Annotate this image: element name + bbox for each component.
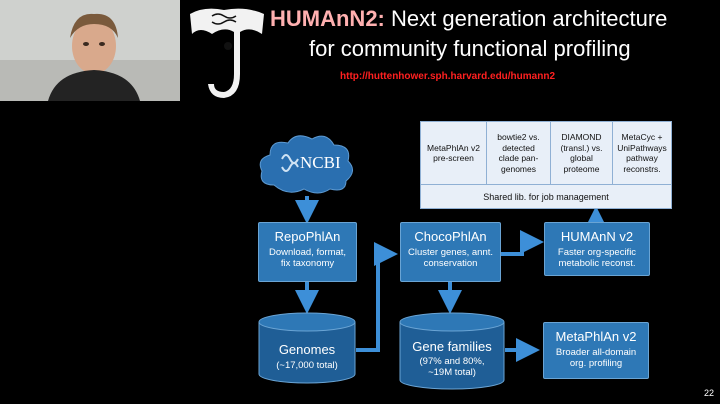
pipeline-cell-4-line1: MetaCyc + xyxy=(617,132,667,143)
metaphlan-title: MetaPhlAn v2 xyxy=(544,329,648,344)
repophlan-sub2: fix taxonomy xyxy=(259,258,356,269)
pipeline-cell-3-line2: (transl.) vs. xyxy=(560,143,602,154)
ncbi-cloud: NCBI xyxy=(256,131,358,197)
metaphlan-sub2: org. profiling xyxy=(544,358,648,369)
ncbi-label: NCBI xyxy=(300,153,341,173)
pipeline-cell-4-line4: reconstrs. xyxy=(617,164,667,175)
pipeline-cell-2-line3: clade pan- xyxy=(497,153,540,164)
chocophlan-sub2: conservation xyxy=(401,258,500,269)
chocophlan-title: ChocoPhlAn xyxy=(401,229,500,244)
pipeline-cell-2-line4: genomes xyxy=(497,164,540,175)
metaphlan-box: MetaPhlAn v2 Broader all-domain org. pro… xyxy=(543,322,649,379)
pipeline-cell-3-line1: DIAMOND xyxy=(560,132,602,143)
genefamilies-sub1: (97% and 80%, xyxy=(399,356,505,367)
page-number: 22 xyxy=(704,388,714,398)
pipeline-cell-1-line1: MetaPhlAn v2 xyxy=(427,143,480,154)
genomes-title: Genomes xyxy=(258,342,356,357)
repophlan-sub1: Download, format, xyxy=(259,247,356,258)
genomes-sub: (~17,000 total) xyxy=(258,360,356,371)
pipeline-cell-3-line4: proteome xyxy=(560,164,602,175)
repophlan-title: RepoPhlAn xyxy=(259,229,356,244)
genefamilies-title: Gene families xyxy=(399,339,505,354)
humann-title: HUMAnN v2 xyxy=(545,229,649,244)
gene-families-database: Gene families (97% and 80%, ~19M total) xyxy=(399,312,505,390)
pipeline-cell-2-line1: bowtie2 vs. xyxy=(497,132,540,143)
humann-sub1: Faster org-specific xyxy=(545,247,649,258)
metaphlan-sub1: Broader all-domain xyxy=(544,347,648,358)
pipeline-cell-1-line2: pre-screen xyxy=(427,153,480,164)
pipeline-cell-3-line3: global xyxy=(560,153,602,164)
pipeline-shared-lib: Shared lib. for job management xyxy=(421,184,671,209)
pipeline-cell-4-line3: pathway xyxy=(617,153,667,164)
humann-box: HUMAnN v2 Faster org-specific metabolic … xyxy=(544,222,650,276)
genefamilies-sub2: ~19M total) xyxy=(399,367,505,378)
chocophlan-sub1: Cluster genes, annt. xyxy=(401,247,500,258)
humann-sub2: metabolic reconst. xyxy=(545,258,649,269)
repophlan-box: RepoPhlAn Download, format, fix taxonomy xyxy=(258,222,357,282)
pipeline-cell-4-line2: UniPathways xyxy=(617,143,667,154)
pipeline-cell-2-line2: detected xyxy=(497,143,540,154)
genomes-database: Genomes (~17,000 total) xyxy=(258,312,356,384)
chocophlan-box: ChocoPhlAn Cluster genes, annt. conserva… xyxy=(400,222,501,282)
